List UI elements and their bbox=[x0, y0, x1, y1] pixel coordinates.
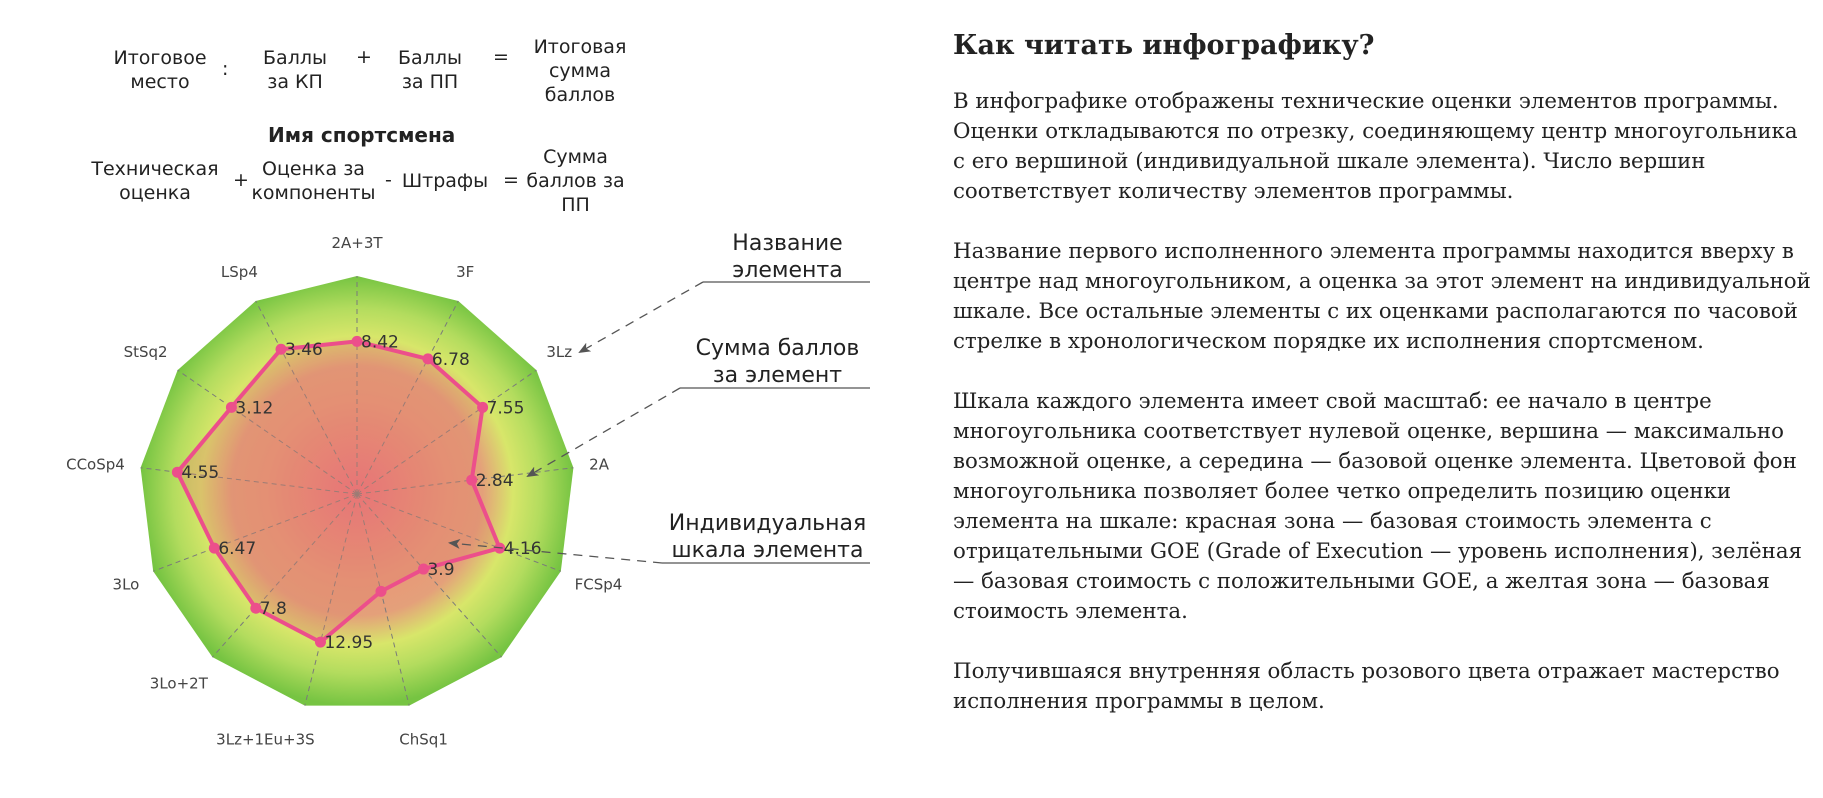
score-point-9 bbox=[208, 542, 220, 554]
explanation-paragraph-4: Получившаяся внутренняя область розового… bbox=[953, 659, 1780, 714]
axis-label-0: 2A+3T bbox=[331, 234, 383, 252]
penalties-label: Штрафы bbox=[401, 170, 489, 192]
value-label-0: 8.42 bbox=[361, 332, 399, 352]
score-point-0 bbox=[351, 335, 363, 347]
axis-label-6: ChSq1 bbox=[399, 731, 448, 749]
value-label-4: 4.16 bbox=[504, 539, 542, 559]
value-label-3: 2.84 bbox=[476, 471, 514, 491]
score-point-12 bbox=[275, 343, 287, 355]
score-point-8 bbox=[250, 602, 262, 614]
score-point-7 bbox=[314, 636, 326, 648]
value-label-10: 4.55 bbox=[181, 463, 219, 483]
score-point-3 bbox=[466, 474, 478, 486]
explanation-heading: Как читать инфографику? bbox=[953, 30, 1375, 61]
axis-label-11: StSq2 bbox=[124, 343, 168, 361]
score-point-5 bbox=[417, 563, 429, 575]
minus-operator: - bbox=[385, 169, 392, 191]
score-point-2 bbox=[477, 401, 489, 413]
axis-line-4 bbox=[356, 493, 562, 572]
axis-label-9: 3Lo bbox=[113, 575, 140, 593]
free-program-score-label: Баллы за ПП bbox=[398, 47, 462, 93]
annotation-pointers bbox=[448, 281, 870, 564]
radar-labels: 8.42 6.78 7.55 2.84 4.16 3.9 12.95 7.8 6.47 4.55 3… bbox=[66, 234, 622, 749]
explanation-paragraph-1: В инфографике отображены технические оце… bbox=[953, 89, 1798, 204]
axis-label-4: FCSp4 bbox=[575, 575, 623, 593]
score-point-10 bbox=[171, 466, 183, 478]
radar-series bbox=[171, 335, 506, 648]
athlete-name: Имя спортсмена bbox=[268, 123, 456, 147]
axis-line-7 bbox=[304, 493, 358, 706]
element-sum-arrow bbox=[526, 387, 681, 478]
axis-line-12 bbox=[255, 300, 358, 495]
final-place-label: Итоговое место bbox=[113, 47, 207, 93]
individual-scale-arrow bbox=[448, 538, 663, 564]
axis-line-6 bbox=[356, 493, 410, 706]
value-label-5: 3.9 bbox=[427, 560, 454, 580]
axis-label-10: CCoSp4 bbox=[66, 456, 125, 474]
axis-line-9 bbox=[152, 493, 358, 572]
axis-label-12: LSp4 bbox=[221, 263, 258, 281]
value-label-2: 7.55 bbox=[487, 398, 525, 418]
axis-label-3: 2A bbox=[589, 456, 610, 474]
plus-operator-2: + bbox=[233, 169, 249, 191]
value-label-11: 3.12 bbox=[235, 398, 273, 418]
score-point-1 bbox=[422, 353, 434, 365]
value-label-8: 7.8 bbox=[260, 599, 287, 619]
axis-line-8 bbox=[212, 493, 358, 658]
radar-chart: 8.42 6.78 7.55 2.84 4.16 3.9 12.95 7.8 6.47 4.55 3… bbox=[66, 234, 870, 749]
value-label-9: 6.47 bbox=[218, 539, 256, 559]
score-point-6 bbox=[375, 585, 387, 597]
value-label-7: 12.95 bbox=[324, 633, 373, 653]
value-label-1: 6.78 bbox=[432, 350, 470, 370]
equals-operator: = bbox=[493, 46, 509, 68]
annotation-individual-scale: Индивидуальная шкала элемента bbox=[668, 511, 867, 563]
axis-label-2: 3Lz bbox=[546, 343, 572, 361]
axis-line-11 bbox=[177, 369, 358, 495]
radar-gridlines bbox=[140, 276, 574, 706]
equals-operator-2: = bbox=[503, 169, 519, 191]
axis-line-1 bbox=[356, 300, 459, 495]
axis-label-8: 3Lo+2T bbox=[150, 675, 209, 693]
axis-label-7: 3Lz+1Eu+3S bbox=[216, 731, 315, 749]
value-label-12: 3.46 bbox=[285, 340, 323, 360]
annotation-element-sum: Сумма баллов за элемент bbox=[695, 336, 860, 388]
colon-operator: : bbox=[222, 58, 229, 80]
explanation-paragraph-2: Название первого исполненного элемента п… bbox=[953, 239, 1811, 354]
axis-line-5 bbox=[356, 493, 502, 658]
axis-label-1: 3F bbox=[456, 263, 474, 281]
free-program-sum-label: Сумма баллов за ПП bbox=[526, 146, 625, 216]
plus-operator: + bbox=[356, 46, 372, 68]
technical-score-label: Техническая оценка bbox=[91, 158, 219, 204]
total-sum-label: Итоговая сумма баллов bbox=[533, 36, 627, 106]
explanation-paragraph-3: Шкала каждого элемента имеет свой масшта… bbox=[953, 389, 1802, 624]
explanation-panel: Как читать инфографику? В инфографике от… bbox=[953, 30, 1813, 747]
score-point-11 bbox=[225, 401, 237, 413]
component-score-label: Оценка за компоненты bbox=[251, 158, 376, 204]
short-program-score-label: Баллы за КП bbox=[263, 47, 327, 93]
annotation-element-name: Название элемента bbox=[732, 231, 843, 283]
infographic-panel: Итоговое место : Баллы за КП + Баллы за … bbox=[0, 0, 900, 798]
element-name-arrow bbox=[578, 281, 704, 353]
axis-line-2 bbox=[356, 369, 537, 495]
